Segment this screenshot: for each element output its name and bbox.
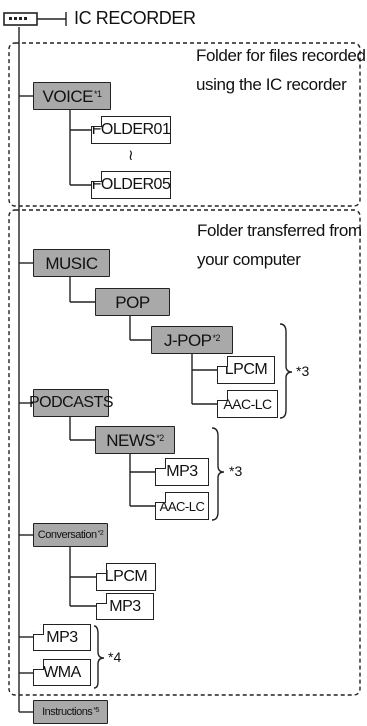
transfer-group-caption-line2: your computer [197, 250, 301, 269]
jpop-files-brace [279, 323, 293, 419]
folder-news-aaclc-label: AAC-LC [159, 498, 205, 514]
transfer-group-boundary [8, 209, 361, 696]
folder-folder05-label: FOLDER05 [91, 176, 171, 193]
folder-conversation-mp3[interactable]: MP3 [96, 593, 154, 620]
folder-music-label: MUSIC [45, 253, 98, 273]
folder-pop[interactable]: POP [95, 288, 170, 316]
folder-conversation[interactable]: Conversation*2 [33, 523, 108, 547]
folder-news-label: NEWS [106, 430, 156, 450]
folder-voice-footnote: *1 [93, 88, 102, 99]
folder-news[interactable]: NEWS*2 [95, 426, 175, 454]
folder-root-wma-label: WMA [43, 663, 81, 681]
recorder-group-boundary [8, 42, 361, 207]
folder-ellipsis: ≀ [128, 147, 134, 164]
root-files-brace [93, 625, 105, 689]
folder-conversation-footnote: *2 [97, 529, 104, 537]
folder-conversation-mp3-label: MP3 [109, 597, 141, 615]
folder-instructions[interactable]: Instructions*5 [33, 700, 108, 724]
folder-root-mp3-label: MP3 [46, 628, 78, 646]
jpop-files-note: *3 [296, 363, 310, 379]
folder-jpop-footnote: *2 [212, 332, 221, 343]
folder-instructions-footnote: *5 [93, 706, 99, 714]
folder-jpop-label: J-POP [163, 330, 212, 350]
folder-instructions-label: Instructions [42, 705, 93, 718]
folder-news-footnote: *2 [156, 432, 164, 443]
recorder-group-caption-line1: Folder for files recorded [196, 46, 366, 65]
folder-jpop-aaclc[interactable]: AAC-LC [217, 390, 278, 418]
news-files-note: *3 [229, 463, 243, 479]
folder-folder01-label: FOLDER01 [91, 121, 171, 138]
folder-folder05[interactable]: FOLDER05 [91, 171, 171, 199]
folder-jpop-lpcm[interactable]: LPCM [217, 356, 275, 384]
folder-conversation-label: Conversation [37, 528, 97, 541]
folder-jpop-aaclc-label: AAC-LC [223, 396, 272, 412]
folder-music[interactable]: MUSIC [33, 249, 110, 277]
folder-jpop-lpcm-label: LPCM [224, 361, 268, 378]
folder-root-wma[interactable]: WMA [33, 659, 91, 686]
drive-icon [3, 12, 67, 26]
folder-podcasts-label: PODCASTS [29, 394, 114, 411]
recorder-group-caption-line2: using the IC recorder [196, 75, 347, 94]
folder-conversation-lpcm[interactable]: LPCM [96, 563, 156, 591]
folder-folder01[interactable]: FOLDER01 [91, 116, 171, 144]
folder-news-aaclc[interactable]: AAC-LC [155, 492, 209, 520]
folder-conversation-lpcm-label: LPCM [104, 568, 148, 585]
news-files-brace [211, 427, 225, 521]
root-label: IC RECORDER [74, 8, 196, 28]
root-files-note: *4 [108, 649, 122, 665]
folder-root-mp3[interactable]: MP3 [33, 624, 91, 651]
folder-news-mp3-label: MP3 [166, 463, 198, 480]
folder-jpop[interactable]: J-POP*2 [151, 326, 233, 354]
folder-voice[interactable]: VOICE*1 [33, 82, 111, 110]
folder-news-mp3[interactable]: MP3 [155, 458, 209, 486]
folder-podcasts[interactable]: PODCASTS [29, 389, 114, 417]
folder-voice-label: VOICE [42, 86, 94, 106]
transfer-group-caption-line1: Folder transferred from [197, 221, 362, 240]
folder-pop-label: POP [115, 292, 150, 312]
